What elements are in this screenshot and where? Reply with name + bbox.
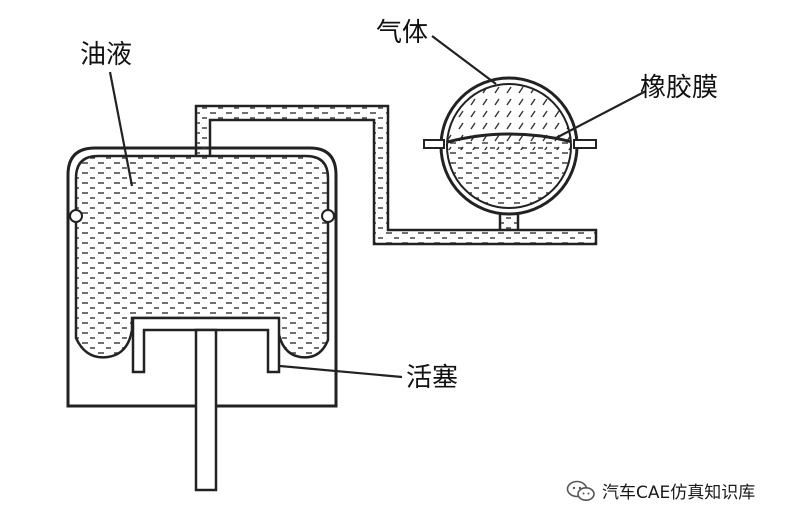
cylinder-oil-fill	[74, 154, 330, 359]
rubber-membrane	[447, 132, 571, 146]
label-piston: 活塞	[406, 363, 459, 393]
leader-piston	[279, 364, 403, 379]
accumulator-sphere	[423, 76, 597, 216]
piston-rod	[194, 328, 218, 492]
label-gas: 气体	[376, 18, 429, 48]
watermark-text: 汽车CAE仿真知识库	[602, 483, 756, 503]
wechat-icon	[566, 480, 595, 501]
leader-gas	[431, 35, 497, 85]
label-rubber-membrane: 橡胶膜	[640, 73, 719, 103]
watermark: 汽车CAE仿真知识库	[566, 478, 755, 503]
leader-lines	[108, 35, 647, 379]
label-oil: 油液	[80, 40, 133, 70]
leader-oil	[108, 71, 134, 187]
leader-rubber	[555, 90, 647, 139]
piston	[131, 316, 281, 492]
